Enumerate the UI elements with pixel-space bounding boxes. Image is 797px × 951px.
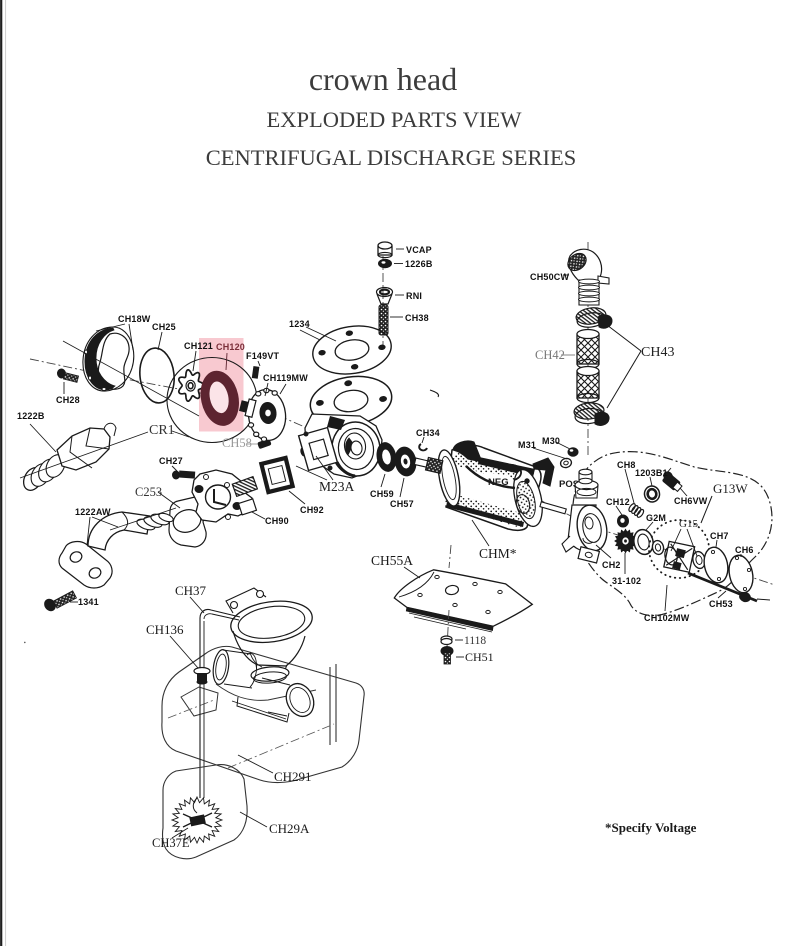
svg-text:M30: M30 [542,436,560,446]
svg-text:CH51: CH51 [465,650,494,664]
svg-text:1341: 1341 [78,597,99,607]
svg-text:31-102: 31-102 [612,576,641,586]
svg-text:M31: M31 [518,440,536,450]
svg-text:CH29A: CH29A [269,821,310,836]
svg-text:VCAP: VCAP [406,245,432,255]
svg-text:1234: 1234 [289,319,310,329]
svg-text:CH34: CH34 [416,428,440,438]
svg-text:CH92: CH92 [300,505,324,515]
svg-text:CH6: CH6 [735,545,754,555]
svg-text:CR1: CR1 [149,423,175,438]
svg-text:CH291: CH291 [274,769,312,784]
svg-text:CH7: CH7 [710,531,729,541]
svg-text:CH59: CH59 [370,489,394,499]
svg-text:CH120: CH120 [216,342,245,352]
svg-text:C253: C253 [135,485,162,499]
svg-text:CH27: CH27 [159,456,183,466]
svg-text:CH42: CH42 [535,348,565,362]
svg-text:CH2: CH2 [602,560,621,570]
svg-text:CH37: CH37 [175,583,207,598]
svg-text:crown head: crown head [309,61,457,97]
svg-text:G15: G15 [679,518,698,530]
svg-text:CH12: CH12 [606,497,630,507]
svg-text:*Specify Voltage: *Specify Voltage [605,820,697,835]
svg-text:CH38: CH38 [405,313,429,323]
svg-text:CH6VW: CH6VW [674,496,708,506]
svg-text:CH57: CH57 [390,499,414,509]
svg-text:CHM*: CHM* [479,546,517,561]
svg-text:G13W: G13W [713,481,748,496]
svg-text:CH18W: CH18W [118,314,151,324]
svg-text:CH136: CH136 [146,622,184,637]
svg-text:M23A: M23A [319,479,355,494]
svg-text:CH55A: CH55A [371,553,413,568]
svg-text:CH102MW: CH102MW [644,613,690,623]
svg-text:POS: POS [559,479,579,490]
svg-text:CH28: CH28 [56,395,80,405]
svg-text:CH50CW: CH50CW [530,272,570,282]
svg-text:1226B: 1226B [405,259,433,269]
svg-text:CH58: CH58 [222,436,252,450]
svg-text:F149VT: F149VT [246,351,280,361]
svg-text:CH8: CH8 [617,460,636,470]
svg-text:CH53: CH53 [709,599,733,609]
svg-text:CH25: CH25 [152,322,176,332]
svg-text:NEG: NEG [488,477,509,488]
svg-text:CH37E: CH37E [152,836,190,850]
svg-text:EXPLODED PARTS VIEW: EXPLODED PARTS VIEW [267,107,523,132]
svg-text:1222B: 1222B [17,411,45,421]
svg-text:CENTRIFUGAL DISCHARGE SERIES: CENTRIFUGAL DISCHARGE SERIES [206,145,576,170]
svg-text:CH119MW: CH119MW [263,373,308,383]
svg-text:CH43: CH43 [641,345,674,360]
svg-text:G2M: G2M [646,513,666,523]
svg-text:1203B1: 1203B1 [635,468,668,478]
svg-text:1222AW: 1222AW [75,507,111,517]
svg-text:RNI: RNI [406,291,422,301]
svg-text:1118: 1118 [464,635,486,647]
svg-text:CH121: CH121 [184,341,213,351]
svg-text:CH90: CH90 [265,516,289,526]
